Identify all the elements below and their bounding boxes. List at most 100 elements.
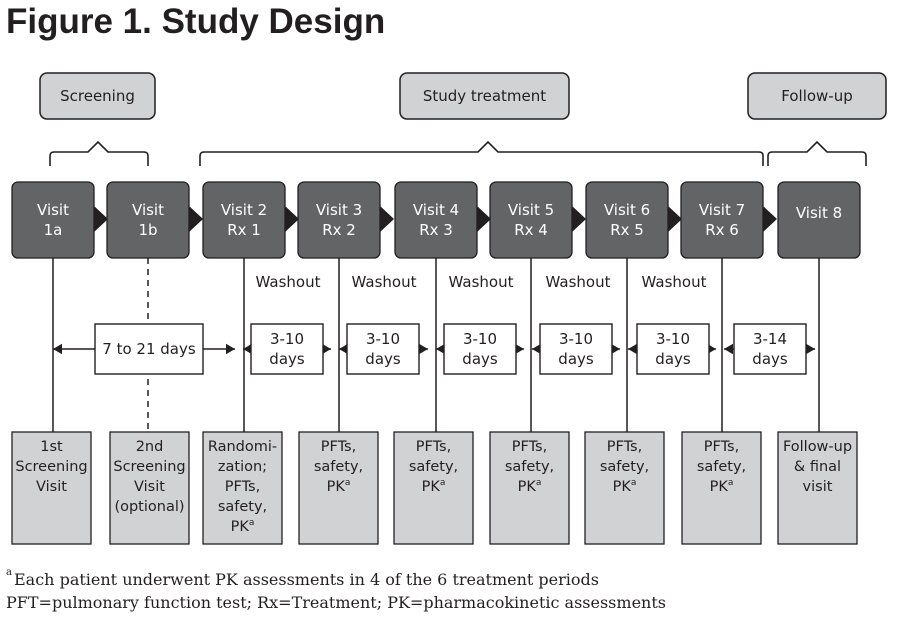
- outcome-line: Randomi-: [208, 439, 277, 455]
- visit-box-bg: [106, 181, 190, 259]
- outcome-line: PKa: [422, 478, 446, 495]
- outcome-text: PK: [613, 479, 632, 495]
- visit-arrow: [571, 205, 586, 233]
- visit-box: Visit 2Rx 1: [202, 181, 299, 259]
- phase-box: Screening: [39, 72, 156, 120]
- outcome-line: Follow-up: [783, 439, 852, 455]
- text-line: Rx 5: [610, 221, 644, 239]
- superscript-marker: a: [249, 518, 255, 528]
- outcome-line: & final: [794, 459, 841, 475]
- outcome-text: Visit: [134, 479, 165, 495]
- outcome-box-bg: [681, 431, 762, 545]
- text-line: Visit 8: [796, 204, 842, 222]
- text-line: Rx 4: [514, 221, 548, 239]
- outcome-line: PKa: [613, 478, 637, 495]
- outcome-line: PFTs,: [512, 439, 547, 455]
- outcome-box: Randomi-zation;PFTs,safety,PKa: [202, 431, 283, 545]
- outcome-text: PK: [422, 479, 441, 495]
- outcome-line: safety,: [600, 459, 649, 475]
- interval: 7 to 21 days: [53, 323, 235, 375]
- interval-box: [250, 323, 324, 375]
- text-line: 1b: [138, 221, 157, 239]
- outcome-text: PK: [518, 479, 537, 495]
- interval-box: [733, 323, 807, 375]
- phase-box-bg: [747, 72, 887, 120]
- visit-arrow: [284, 205, 299, 233]
- outcome-text: Screening: [15, 459, 87, 475]
- outcome-text: (optional): [114, 499, 184, 515]
- interval-box: [94, 323, 204, 375]
- phase-labels: Screening Study treatment Follow-up: [39, 72, 887, 120]
- outcome-box-bg: [202, 431, 283, 545]
- outcome-line: 1st: [40, 439, 63, 455]
- outcome-box: PFTs, safety, PKa: [584, 431, 665, 545]
- outcome-box-bg: [584, 431, 665, 545]
- text-line: days: [269, 350, 305, 368]
- outcome-line: safety,: [505, 459, 554, 475]
- outcome-text: safety,: [600, 459, 649, 475]
- outcome-text: safety,: [409, 459, 458, 475]
- text-line: Visit: [132, 201, 164, 219]
- visit-box-bg: [777, 181, 861, 259]
- outcome-text: PFTs,: [607, 439, 642, 455]
- visit-arrow: [93, 205, 108, 233]
- text-line: Visit 7: [699, 201, 745, 219]
- interval-box: [443, 323, 517, 375]
- text-line: days: [365, 350, 401, 368]
- outcome-text: zation;: [218, 459, 267, 475]
- phase-label: Study treatment: [423, 87, 546, 105]
- interval-box: [346, 323, 420, 375]
- visit-box: Visit 1b: [106, 181, 203, 259]
- superscript-marker: a: [728, 478, 734, 488]
- visit-arrow: [476, 205, 491, 233]
- outcome-line: PFTs,: [704, 439, 739, 455]
- outcome-line: safety,: [409, 459, 458, 475]
- text-line: Rx 3: [419, 221, 453, 239]
- phase-brace: [49, 140, 149, 166]
- outcome-text: 2nd: [136, 439, 164, 455]
- outcome-line: PKa: [518, 478, 542, 495]
- text-line: 1a: [44, 221, 63, 239]
- washout-label: Washout: [642, 273, 707, 291]
- text-line: 7 to 21 days: [102, 340, 196, 358]
- text-line: 3-10: [656, 330, 690, 348]
- outcome-line: zation;: [218, 459, 267, 475]
- phase-brace: [767, 140, 867, 166]
- outcome-text: PK: [710, 479, 729, 495]
- outcome-line: PKa: [231, 518, 255, 535]
- text-line: days: [655, 350, 691, 368]
- outcome-box: PFTs, safety, PKa: [489, 431, 570, 545]
- phase-box: Study treatment: [399, 72, 570, 120]
- footnote-marker: a: [6, 567, 12, 578]
- outcome-text: PK: [327, 479, 346, 495]
- interval-box: [539, 323, 613, 375]
- interval: 3-10 days: [628, 323, 716, 375]
- outcome-box: Follow-up & final visit: [777, 431, 858, 545]
- outcome-box-bg: [393, 431, 474, 545]
- visit-box-bg: [202, 181, 286, 259]
- text-line: Rx 6: [705, 221, 739, 239]
- outcome-line: PFTs,: [321, 439, 356, 455]
- outcome-text: safety,: [505, 459, 554, 475]
- outcome-line: Screening: [113, 459, 185, 475]
- text-line: Visit 4: [413, 201, 459, 219]
- washout-label: Washout: [352, 273, 417, 291]
- outcome-box-bg: [109, 431, 190, 545]
- phase-box-bg: [39, 72, 156, 120]
- washout-label: Washout: [256, 273, 321, 291]
- outcome-line: Visit: [36, 479, 67, 495]
- outcome-text: safety,: [697, 459, 746, 475]
- outcome-text: Follow-up: [783, 439, 852, 455]
- outcome-text: & final: [794, 459, 841, 475]
- phase-label: Follow-up: [781, 87, 853, 105]
- footnote-abbreviations: PFT=pulmonary function test; Rx=Treatmen…: [6, 593, 666, 612]
- text-line: Visit 2: [221, 201, 267, 219]
- outcome-text: visit: [803, 479, 833, 495]
